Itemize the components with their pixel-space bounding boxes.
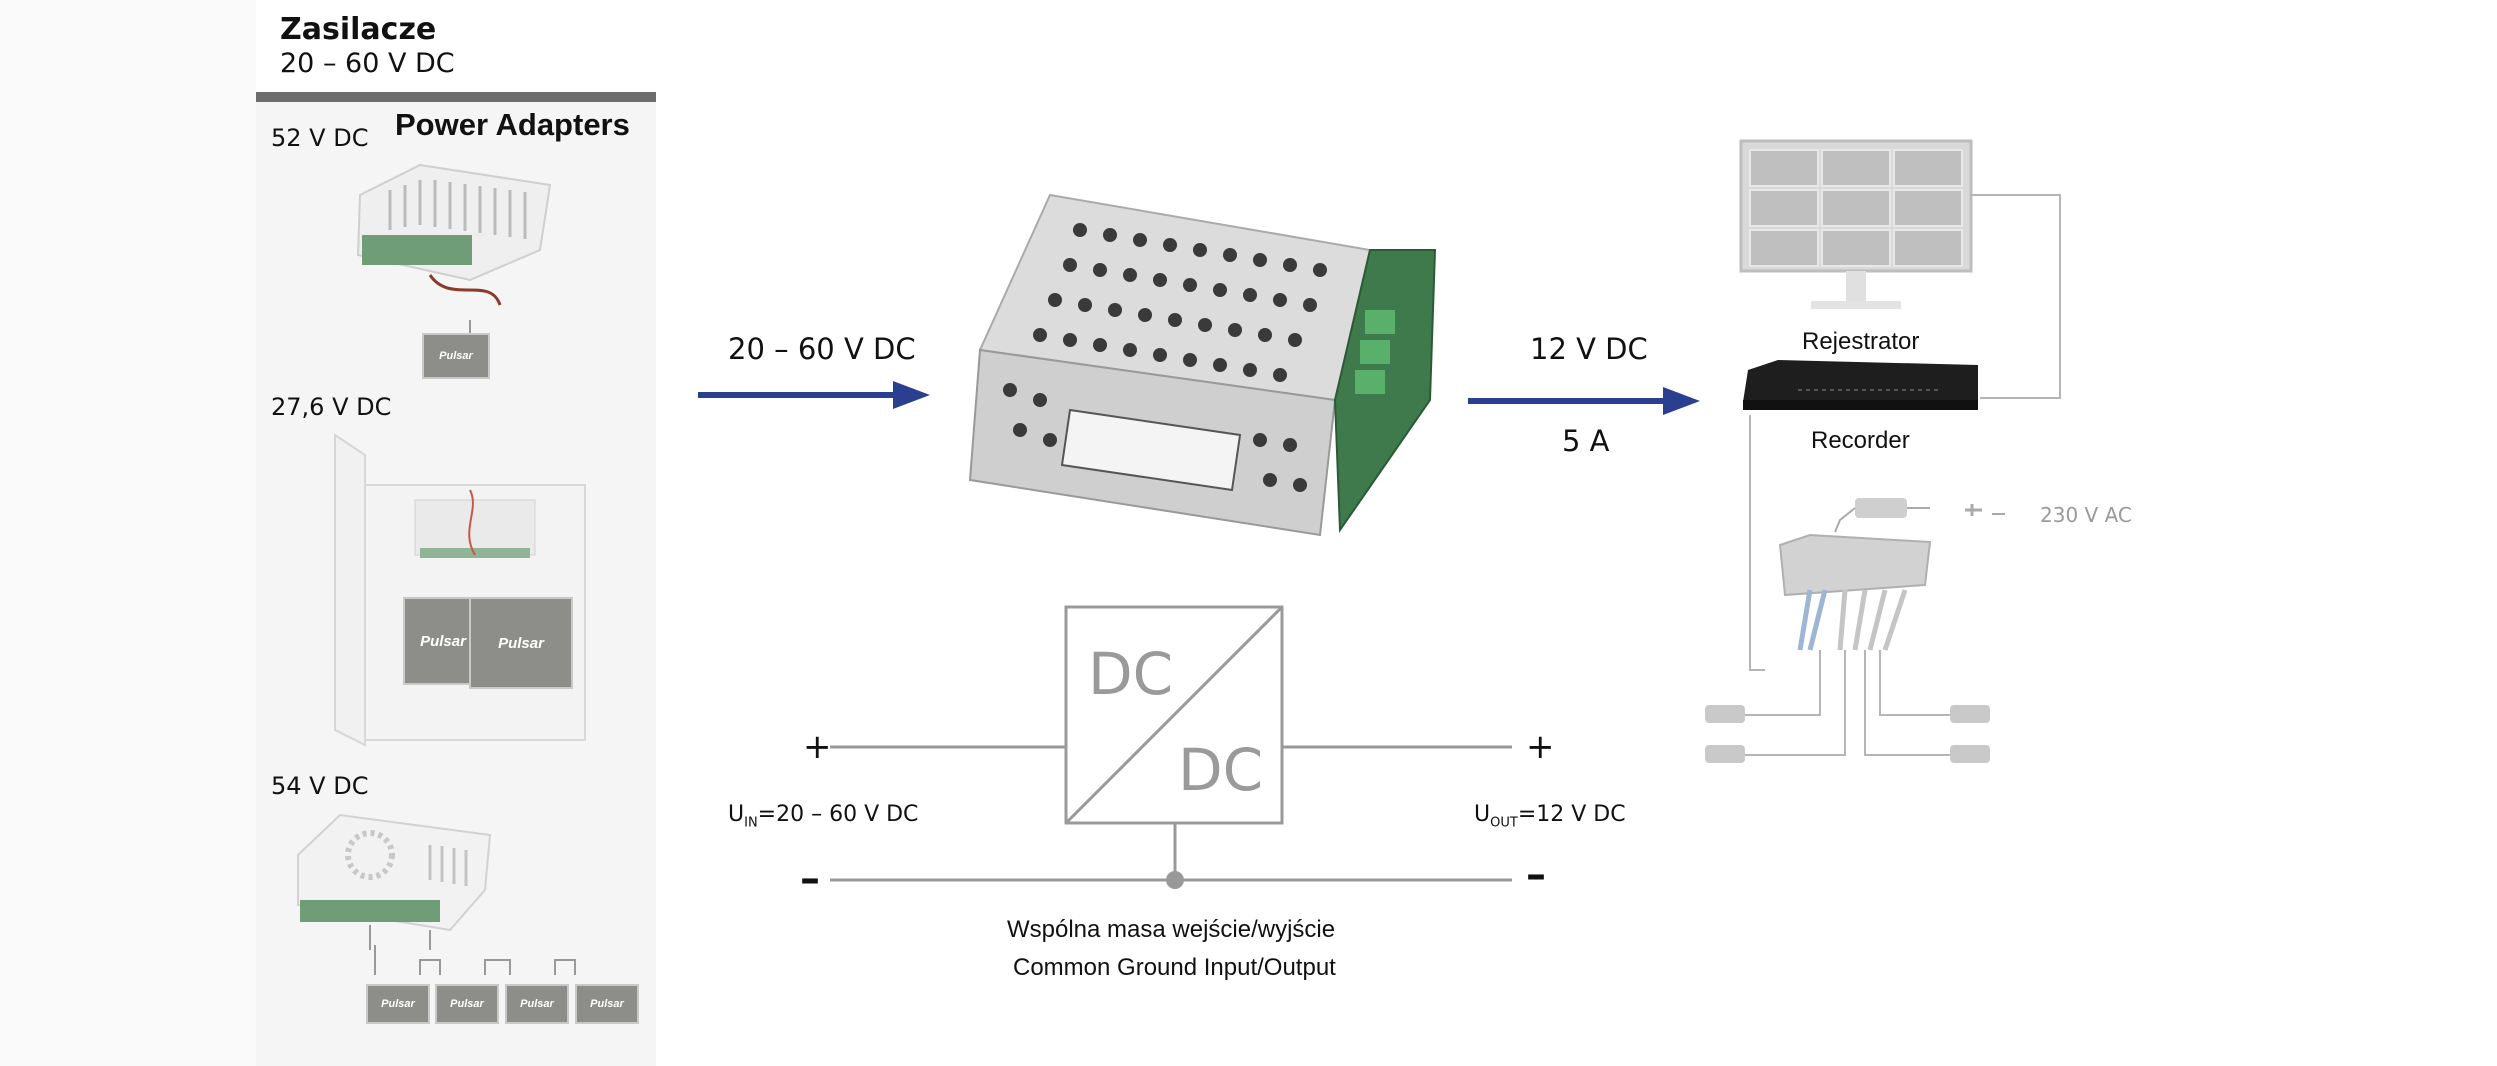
adapter-voltage-27-6: 27,6 V DC (271, 393, 392, 421)
psu-27-6v-enclosure-image (334, 433, 586, 747)
plus-right: + (1526, 727, 1555, 767)
page-subtitle: 20 – 60 V DC (280, 48, 455, 79)
u-out-subscript: OUT (1490, 815, 1518, 831)
adapter-voltage-52: 52 V DC (271, 124, 369, 152)
pulsar-logo-5: Pulsar (435, 984, 499, 1024)
pulsar-brand-text-6: Pulsar (520, 998, 554, 1010)
pulsar-logo-3: Pulsar (469, 597, 573, 689)
pulsar-logo-1: Pulsar (422, 333, 490, 379)
cctv-network-diagram (1705, 194, 2061, 763)
output-voltage-label: 12 V DC (1530, 332, 1648, 366)
background-left-shade (0, 0, 256, 1066)
pulsar-logo-4: Pulsar (366, 984, 430, 1024)
converter-box-dc-top: DC (1088, 640, 1174, 708)
output-current-label: 5 A (1562, 424, 1610, 458)
pulsar-logo-6: Pulsar (505, 984, 569, 1024)
pulsar-brand-text: Pulsar (439, 350, 473, 362)
pulsar-brand-text-2: Pulsar (420, 632, 466, 650)
adapter-3-connector-lines (374, 945, 576, 975)
u-in-value: =20 – 60 V DC (757, 802, 919, 827)
power-adapters-heading: Power Adapters (395, 107, 630, 142)
pulsar-brand-text-5: Pulsar (450, 998, 484, 1010)
input-arrow (698, 381, 930, 409)
input-voltage-label: 20 – 60 V DC (728, 332, 916, 366)
pulsar-brand-text-7: Pulsar (590, 998, 624, 1010)
converter-box-dc-bottom: DC (1178, 736, 1264, 804)
monitor-image (1739, 139, 1973, 309)
recorder-image (1743, 360, 1978, 410)
minus-right: – (1526, 852, 1546, 898)
u-in-subscript: IN (744, 815, 758, 831)
page-title: Zasilacze (280, 12, 437, 47)
minus-left: – (800, 856, 820, 902)
u-out-prefix: U (1474, 802, 1491, 827)
pulsar-brand-text-4: Pulsar (381, 998, 415, 1010)
recorder-label-en: Recorder (1811, 427, 1910, 454)
adapter-voltage-54: 54 V DC (271, 772, 369, 800)
recorder-label-pl: Rejestrator (1802, 328, 1920, 355)
common-ground-label-en: Common Ground Input/Output (1013, 954, 1336, 981)
pulsar-brand-text-3: Pulsar (498, 634, 544, 652)
u-out-label: UOUT=12 V DC (1474, 802, 1626, 830)
dc-dc-converter-image (968, 193, 1437, 537)
u-in-prefix: U (728, 802, 745, 827)
plus-left: + (803, 727, 832, 767)
u-in-label: UIN=20 – 60 V DC (728, 802, 918, 830)
output-arrow (1468, 387, 1700, 415)
psu-54v-image (297, 813, 492, 950)
u-out-value: =12 V DC (1517, 802, 1626, 827)
dc-dc-schematic (830, 605, 1512, 889)
mains-voltage-label: 230 V AC (2040, 503, 2132, 527)
pulsar-logo-7: Pulsar (575, 984, 639, 1024)
psu-52v-image (356, 163, 552, 345)
common-ground-label-pl: Wspólna masa wejście/wyjście (1007, 916, 1336, 943)
